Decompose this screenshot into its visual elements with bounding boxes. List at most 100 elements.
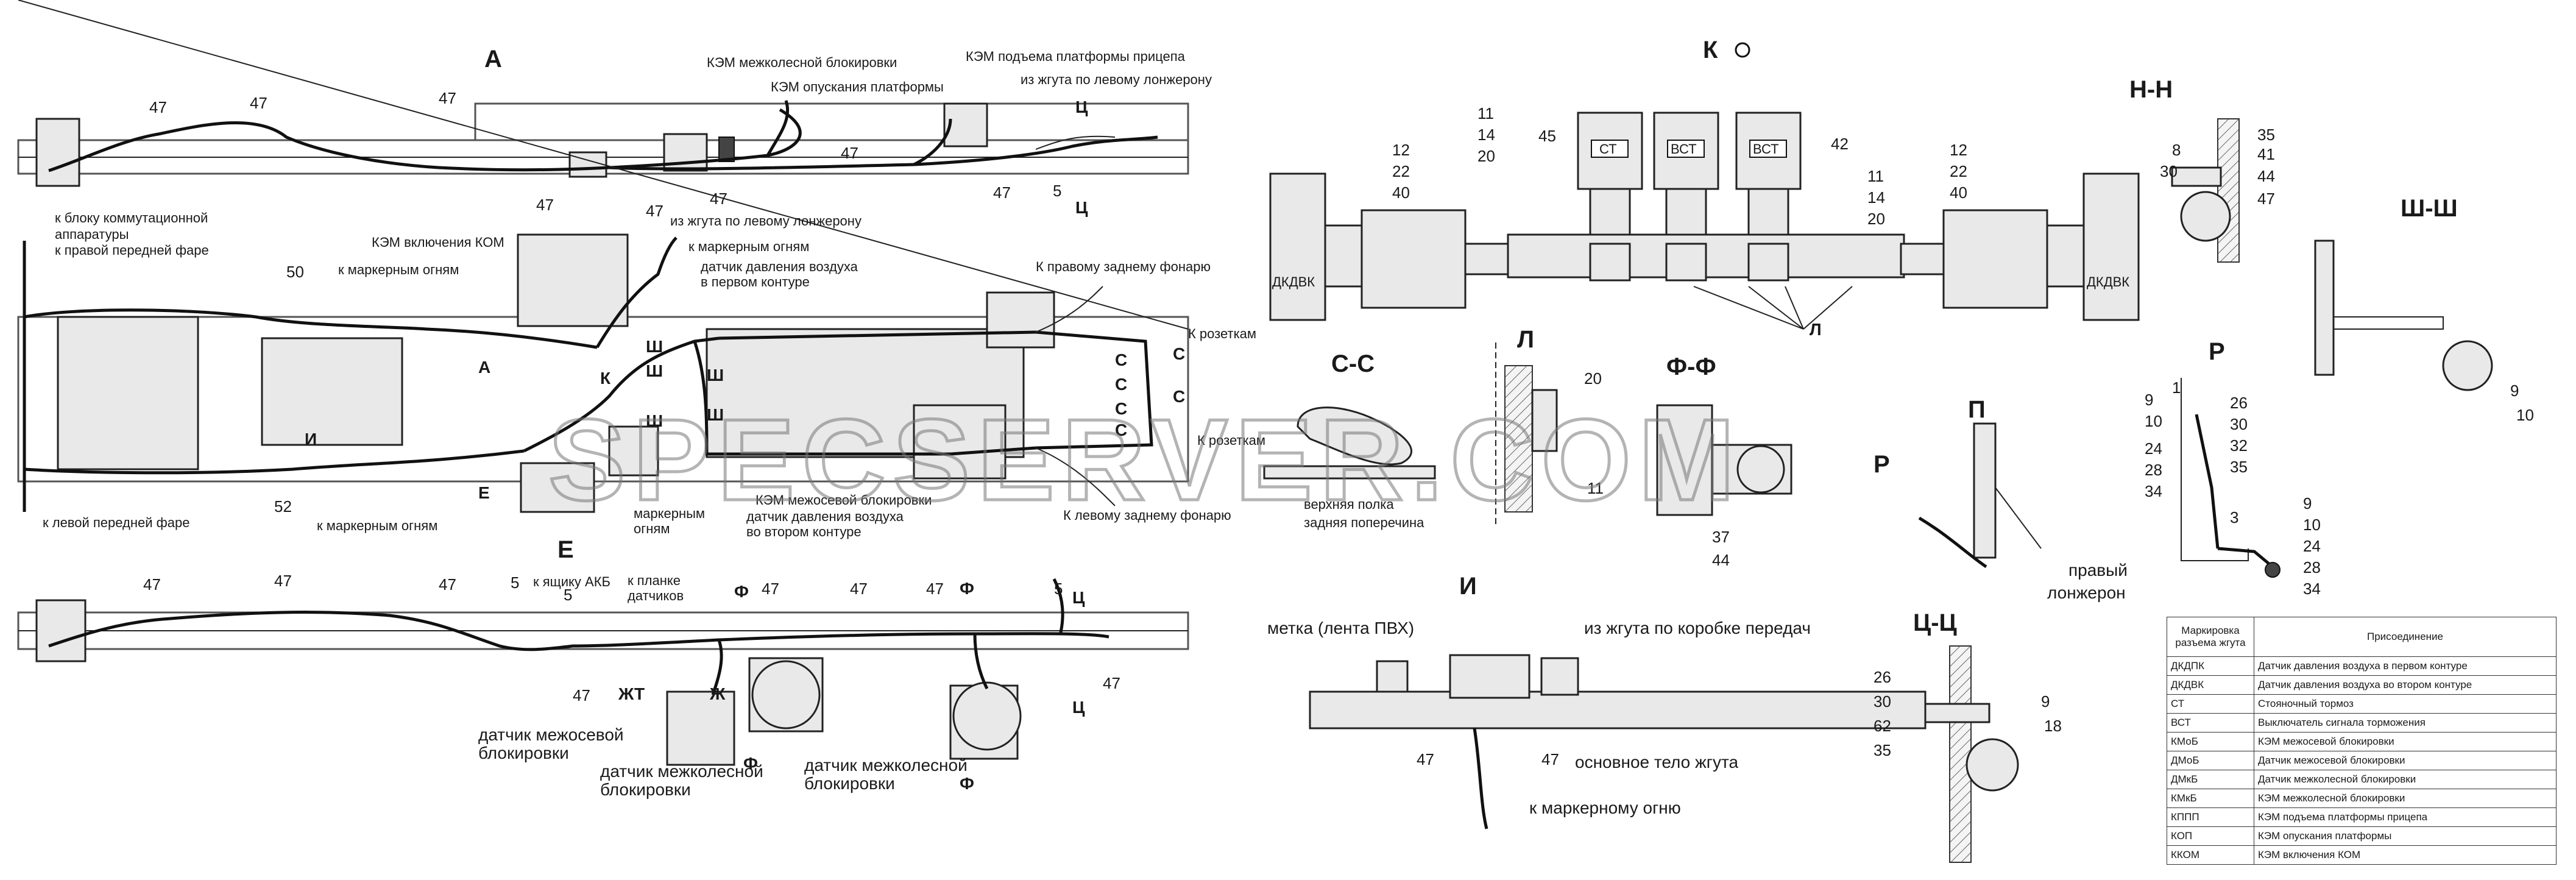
label-sens1b: в первом контуре: [701, 274, 810, 289]
legend-code: ДМоБ: [2167, 751, 2254, 770]
legend-desc: КЭМ межколесной блокировки: [2254, 789, 2557, 808]
section-mark-s: С: [1173, 344, 1185, 363]
section-mark-s: С: [1173, 387, 1185, 406]
part-num: 45: [1538, 127, 1556, 145]
label-to-right-rear: К правому заднему фонарю: [1036, 259, 1211, 274]
label-to-marker3: к маркерным огням: [688, 239, 809, 254]
section-mark-zht: ЖТ: [618, 684, 645, 703]
section-mark-sh: Ш: [646, 337, 663, 356]
part-num: 52: [274, 497, 292, 516]
label-polka: верхняя полка: [1304, 497, 1394, 512]
part-num: 32: [2230, 436, 2248, 455]
label-to-sockets2: К розеткам: [1197, 433, 1265, 448]
legend-desc: Датчик межосевой блокировки: [2254, 751, 2557, 770]
label-kem-mezhkol: КЭМ межколесной блокировки: [707, 55, 897, 70]
section-mark-f: Ф: [734, 582, 749, 601]
legend-code: ККОМ: [2167, 845, 2254, 865]
label-sens2: датчик давления воздуха: [746, 509, 904, 524]
part-num: 18: [2044, 717, 2062, 735]
label-sens-mezhkol4: блокировки: [804, 774, 895, 793]
part-num: 5: [511, 573, 519, 592]
part-num: 47: [439, 89, 456, 107]
view-ss: С-С верхняя полка задняя поперечина: [1263, 350, 1436, 530]
legend-code: КППП: [2167, 807, 2254, 827]
part-num: 47: [439, 575, 456, 594]
label-to-marker: к маркерным огням: [338, 262, 459, 277]
part-num: 5: [564, 586, 572, 604]
part-num: 22: [1950, 162, 1967, 180]
part-num: 30: [2160, 162, 2178, 180]
part-num: 47: [850, 580, 868, 598]
view-title-p: П: [1968, 396, 1986, 423]
part-num: 62: [1874, 717, 1891, 735]
legend-code: ДКДВК: [2167, 675, 2254, 695]
part-num: 9: [2303, 494, 2312, 513]
part-num: 26: [2230, 394, 2248, 412]
view-p: П Р правый лонжерон: [1874, 396, 2128, 602]
part-num: 47: [926, 580, 944, 598]
label-polka2: задняя поперечина: [1304, 515, 1424, 530]
label-sens1: датчик давления воздуха: [701, 259, 858, 274]
label-sens-mezhos: датчик межосевой: [478, 725, 624, 744]
part-num: 9: [2510, 381, 2519, 400]
part-num: 10: [2145, 412, 2162, 430]
part-num: 14: [1477, 126, 1495, 144]
part-num: 47: [841, 144, 858, 162]
legend-code: ДМкБ: [2167, 770, 2254, 789]
part-num: 12: [1392, 141, 1410, 159]
legend-desc: Выключатель сигнала торможения: [2254, 713, 2557, 733]
part-num: 47: [646, 202, 663, 220]
part-num: 47: [1541, 750, 1559, 768]
section-mark-s: С: [1115, 399, 1127, 418]
part-num: 30: [1874, 692, 1891, 711]
label-kem-kom: КЭМ включения КОМ: [372, 235, 504, 250]
part-num: 35: [1874, 741, 1891, 759]
part-num: 11: [1587, 479, 1604, 497]
part-num: 24: [2303, 537, 2321, 555]
section-mark-ts: Ц: [1072, 698, 1085, 717]
label-sens-mezhkol2: блокировки: [600, 780, 691, 799]
view-title-nn: Н-Н: [2129, 76, 2173, 103]
part-num: 28: [2303, 558, 2321, 577]
legend-code: СТ: [2167, 694, 2254, 714]
part-num: 42: [1831, 135, 1849, 153]
label-to-sockets: К розеткам: [1188, 326, 1256, 341]
label-marker-ogn: маркерным: [634, 506, 705, 521]
legend-code: КМоБ: [2167, 732, 2254, 751]
part-num: 47: [149, 98, 167, 116]
label-kem-podem: КЭМ подъема платформы прицепа: [966, 49, 1186, 64]
legend-header-code: Маркировка разъема жгута: [2167, 617, 2254, 657]
part-num: 1: [2172, 378, 2181, 397]
conn-label-dkdvk2: ДКДВК: [2087, 274, 2129, 289]
label-iz-zhguta-kp: из жгута по коробке передач: [1584, 619, 1811, 637]
view-l: Л 20 11: [1495, 326, 1604, 524]
label-osnovnoe: основное тело жгута: [1575, 753, 1738, 772]
part-num: 26: [1874, 668, 1891, 686]
section-mark-f: Ф: [960, 774, 974, 793]
part-num: 44: [2257, 167, 2275, 185]
part-num: 11: [1477, 104, 1494, 122]
part-num: 40: [1950, 183, 1967, 202]
view-title-ff: Ф-Ф: [1666, 353, 1716, 380]
legend-header: Маркировка разъема жгута Присоединение: [2167, 617, 2557, 657]
view-mark-a: А: [478, 358, 490, 377]
legend-desc: КЭМ опускания платформы: [2254, 826, 2557, 846]
part-num: 9: [2145, 391, 2153, 409]
part-num: 20: [1584, 369, 1602, 388]
label-sens-mezhos2: блокировки: [478, 743, 569, 762]
part-num: 11: [1867, 167, 1884, 185]
part-num: 47: [274, 572, 292, 590]
part-num: 10: [2303, 516, 2321, 534]
label-sens2b: во втором контуре: [746, 524, 862, 539]
label-sens-mezhkol: датчик межколесной: [600, 762, 763, 781]
label-to-marker-ogn: к маркерному огню: [1529, 798, 1681, 817]
label-lonzh2: лонжерон: [2047, 583, 2126, 602]
view-mark-e: Е: [478, 483, 490, 502]
view-title-tsts: Ц-Ц: [1913, 609, 1957, 636]
